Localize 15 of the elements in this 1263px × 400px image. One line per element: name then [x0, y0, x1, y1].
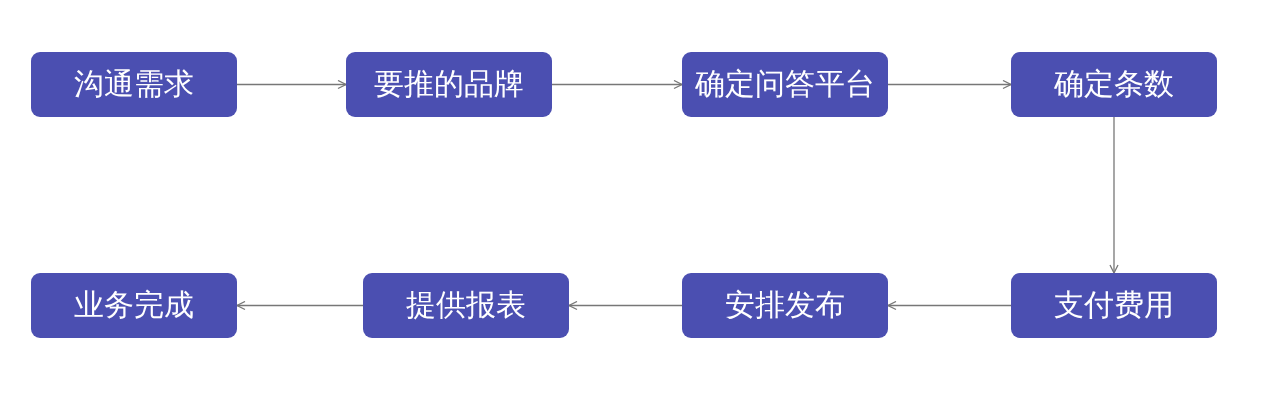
process-box: 提供报表	[363, 273, 569, 338]
arrow	[236, 79, 347, 90]
arrow	[887, 79, 1012, 90]
process-box: 确定问答平台	[682, 52, 888, 117]
process-box: 要推的品牌	[346, 52, 552, 117]
process-box: 支付费用	[1011, 273, 1217, 338]
arrow	[568, 300, 683, 311]
arrow	[1109, 116, 1119, 274]
arrow	[887, 300, 1012, 311]
arrow	[236, 300, 364, 311]
process-box: 安排发布	[682, 273, 888, 338]
process-box: 业务完成	[31, 273, 237, 338]
process-box: 沟通需求	[31, 52, 237, 117]
process-box: 确定条数	[1011, 52, 1217, 117]
arrow	[551, 79, 683, 90]
